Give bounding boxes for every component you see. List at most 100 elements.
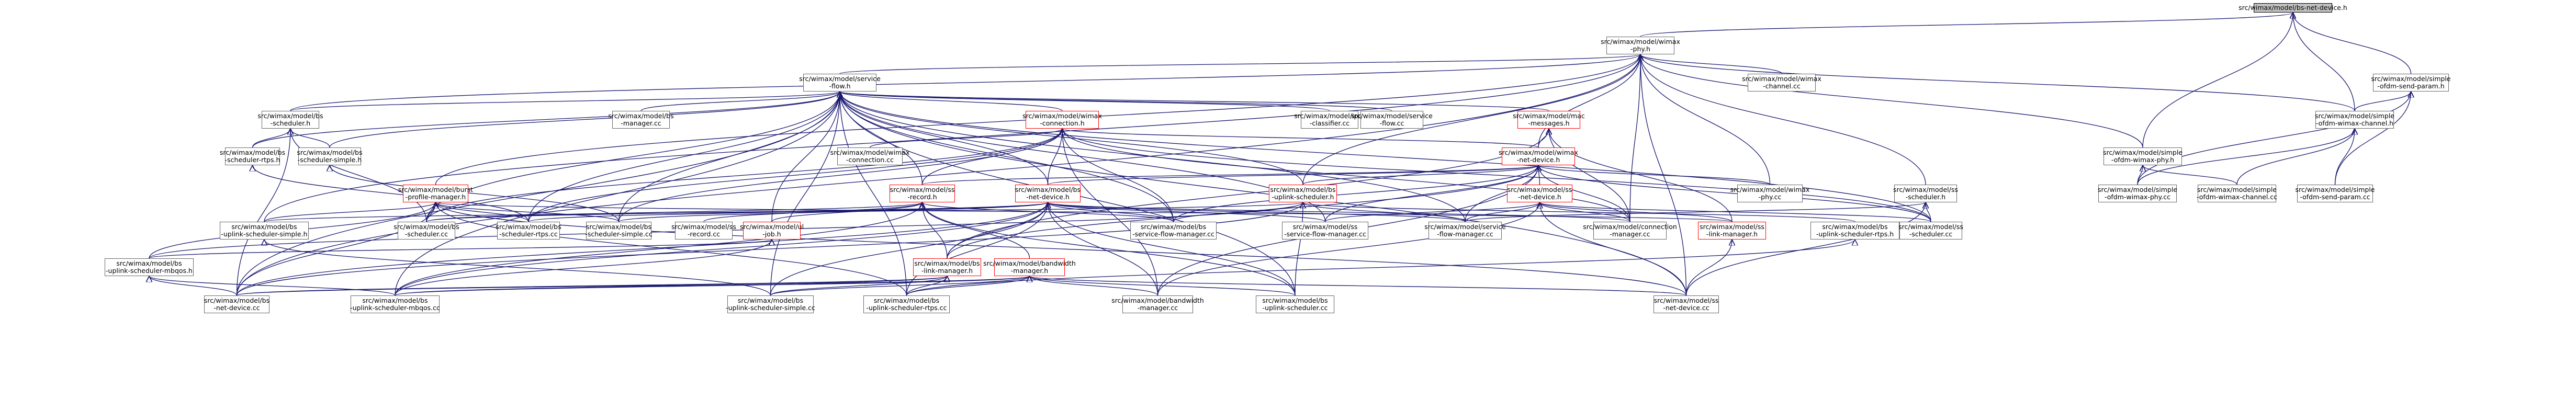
graph-node-ss-link-h[interactable]: src/wimax/model/ss-link-manager.h — [1698, 222, 1766, 240]
graph-edge — [770, 92, 840, 296]
graph-edge — [1538, 54, 1640, 148]
graph-node-chan-cc[interactable]: src/wimax/model/wimax-channel.cc — [1742, 74, 1821, 92]
graph-node-uplink-h[interactable]: src/wimax/model/bs-uplink-scheduler.h — [1269, 185, 1337, 202]
graph-edge — [2142, 13, 2293, 148]
graph-edge — [1549, 129, 1630, 222]
graph-edge — [840, 91, 1063, 111]
graph-node-sched-simple-h[interactable]: src/wimax/model/bs-scheduler-simple.h — [297, 147, 363, 165]
graph-edge — [264, 54, 1640, 222]
graph-node-sched-h[interactable]: src/wimax/model/bs-scheduler.h — [257, 111, 323, 129]
graph-node-ss-record-h[interactable]: src/wimax/model/ss-record.h — [890, 185, 955, 202]
graph-node-label-line: -ofdm-send-param.h — [2377, 82, 2445, 90]
graph-node-ul-mbqos-cc[interactable]: src/wimax/model/bs-uplink-scheduler-mbqo… — [350, 295, 440, 313]
graph-edge — [2334, 92, 2411, 185]
graph-edge — [2354, 91, 2411, 111]
graph-edge — [1062, 128, 1539, 148]
graph-edge — [1540, 202, 1931, 222]
graph-node-ul-simple-cc[interactable]: src/wimax/model/bs-uplink-scheduler-simp… — [726, 295, 815, 313]
graph-node-label-line: src/wimax/model/ss — [1292, 223, 1358, 231]
graph-node-phy-cc[interactable]: src/wimax/model/wimax-phy.cc — [1730, 185, 1809, 202]
graph-node-sched-simple-cc[interactable]: src/wimax/model/bs-scheduler-simple.cc — [585, 222, 653, 240]
graph-node-label-line: src/wimax/model/bs — [496, 223, 561, 231]
graph-edge — [528, 92, 840, 222]
graph-edge — [1465, 202, 1540, 222]
graph-node-label-line: src/wimax/model/ss — [1507, 186, 1572, 193]
graph-node-sf-cc[interactable]: src/wimax/model/service-flow.cc — [1351, 111, 1433, 129]
graph-edge — [330, 165, 620, 222]
graph-node-label-line: -phy.h — [1630, 45, 1650, 53]
graph-node-ul-job-h[interactable]: src/wimax/model/ul-job.h — [740, 222, 804, 240]
graph-node-ofdm-phy-cc[interactable]: src/wimax/model/simple-ofdm-wimax-phy.cc — [2098, 185, 2177, 202]
graph-node-label-line: -channel.cc — [1763, 82, 1801, 90]
graph-node-label-line: src/wimax/model/simple — [2371, 75, 2451, 83]
graph-edge — [1030, 276, 1158, 296]
graph-node-ss-sched-cc[interactable]: src/wimax/model/ss-scheduler.cc — [1898, 222, 1963, 240]
graph-edge — [1048, 202, 1296, 296]
graph-edge — [236, 202, 1303, 296]
graph-node-uplink-cc[interactable]: src/wimax/model/bs-uplink-scheduler.cc — [1256, 295, 1334, 313]
graph-node-bs-sfm-cc[interactable]: src/wimax/model/bs-service-flow-manager.… — [1130, 222, 1217, 240]
graph-edge — [869, 128, 1063, 148]
graph-edge — [1302, 165, 1538, 185]
graph-edge — [923, 202, 1174, 222]
graph-node-ul-rtps-cc[interactable]: src/wimax/model/bs-uplink-scheduler-rtps… — [863, 295, 950, 313]
graph-node-ofdm-phy-h[interactable]: src/wimax/model/simple-ofdm-wimax-phy.h — [2103, 147, 2183, 165]
graph-node-bw-mgr-h[interactable]: src/wimax/model/bandwidth-manager.h — [983, 258, 1076, 276]
graph-node-label-line: src/wimax/model/bs — [1140, 223, 1207, 231]
graph-node-bs-h[interactable]: src/wimax/model/bs-net-device.h — [2238, 3, 2347, 13]
graph-node-bs-link-h[interactable]: src/wimax/model/bs-link-manager.h — [913, 258, 981, 276]
graph-node-label-line: -scheduler.cc — [404, 230, 448, 238]
graph-edge — [1640, 54, 2355, 111]
graph-node-label-line: -uplink-scheduler-mbqos.cc — [350, 304, 440, 312]
graph-node-conn-h[interactable]: src/wimax/model/wimax-connection.h — [1022, 111, 1102, 129]
graph-node-conn-cc[interactable]: src/wimax/model/wimax-connection.cc — [830, 147, 909, 165]
graph-node-bw-mgr-cc[interactable]: src/wimax/model/bandwidth-manager.cc — [1111, 295, 1204, 313]
graph-node-label-line: src/wimax/model/bs — [297, 149, 363, 156]
graph-node-sf-h[interactable]: src/wimax/model/service-flow.h — [799, 74, 881, 92]
graph-node-ofdm-chan-cc[interactable]: src/wimax/model/simple-ofdm-wimax-channe… — [2197, 185, 2277, 202]
graph-node-label-line: -uplink-scheduler-simple.cc — [726, 304, 815, 312]
graph-edge — [923, 202, 1296, 296]
graph-node-ipcs-cc[interactable]: src/wimax/model/ipcs-classifier.cc — [1294, 111, 1365, 129]
graph-node-ss-sched-h[interactable]: src/wimax/model/ss-scheduler.h — [1893, 185, 1958, 202]
graph-node-phy-h[interactable]: src/wimax/model/wimax-phy.h — [1601, 37, 1680, 54]
graph-node-ofdm-chan-h[interactable]: src/wimax/model/simple-ofdm-wimax-channe… — [2315, 111, 2394, 129]
graph-node-label-line: -messages.h — [1528, 119, 1570, 127]
graph-node-bs-mgr-cc[interactable]: src/wimax/model/bs-manager.cc — [608, 111, 674, 129]
graph-edge — [1047, 165, 1539, 185]
graph-node-ul-simple-h[interactable]: src/wimax/model/bs-uplink-scheduler-simp… — [220, 222, 309, 240]
graph-edge — [290, 91, 840, 111]
graph-node-sfm-cc[interactable]: src/wimax/model/service-flow-manager.cc — [1424, 222, 1506, 240]
graph-edge — [840, 91, 1549, 111]
graph-edge — [947, 202, 1048, 259]
graph-node-ofdm-sendparam-cc[interactable]: src/wimax/model/simple-ofdm-send-param.c… — [2296, 185, 2375, 202]
graph-node-ss-record-cc[interactable]: src/wimax/model/ss-record.cc — [671, 222, 736, 240]
graph-node-bs-wnd-cc[interactable]: src/wimax/model/bs-net-device.cc — [204, 295, 269, 313]
graph-node-label-line: src/wimax/model/bs — [1015, 186, 1081, 193]
graph-node-ofdm-sendparam-h[interactable]: src/wimax/model/simple-ofdm-send-param.h — [2371, 74, 2451, 92]
graph-node-label-line: src/wimax/model/wimax — [1499, 149, 1578, 156]
graph-node-sched-cc[interactable]: src/wimax/model/bs-scheduler.cc — [393, 222, 459, 240]
graph-edge — [1302, 54, 1640, 185]
graph-node-burst-h[interactable]: src/wimax/model/burst-profile-manager.h — [398, 185, 473, 202]
graph-node-label-line: src/wimax/model/ss — [1898, 223, 1963, 231]
graph-node-bs-wnd-h[interactable]: src/wimax/model/bs-net-device.h — [1015, 185, 1081, 202]
graph-node-conn-mgr-cc[interactable]: src/wimax/model/connection-manager.cc — [1583, 222, 1677, 240]
graph-edge — [1062, 129, 1174, 222]
graph-node-sched-rtps-h[interactable]: src/wimax/model/bs-scheduler-rtps.h — [220, 147, 285, 165]
graph-edge — [1030, 276, 1296, 296]
graph-node-label-line: src/wimax/model/wimax — [1601, 38, 1680, 45]
graph-node-sched-rtps-cc[interactable]: src/wimax/model/bs-scheduler-rtps.cc — [496, 222, 561, 240]
graph-node-ss-sfm-cc[interactable]: src/wimax/model/ss-service-flow-manager.… — [1282, 222, 1368, 240]
graph-node-label-line: src/wimax/model/bs-net-device.h — [2238, 4, 2347, 12]
graph-node-label-line: src/wimax/model/bs — [586, 223, 652, 231]
graph-node-ul-rtps-h[interactable]: src/wimax/model/bs-uplink-scheduler-rtps… — [1810, 222, 1899, 240]
graph-node-ss-wnd-h[interactable]: src/wimax/model/ss-net-device.h — [1507, 185, 1572, 202]
graph-node-ul-mbqos-h[interactable]: src/wimax/model/bs-uplink-scheduler-mbqo… — [105, 258, 194, 276]
graph-node-ss-wnd-cc[interactable]: src/wimax/model/ss-net-device.cc — [1653, 295, 1719, 313]
graph-node-mac-msg-h[interactable]: src/wimax/model/mac-messages.h — [1513, 111, 1585, 129]
graph-node-label-line: -scheduler.h — [1905, 193, 1946, 201]
graph-edge — [1685, 240, 1733, 296]
graph-node-label-line: -flow.h — [829, 82, 851, 90]
graph-node-wnd-h[interactable]: src/wimax/model/wimax-net-device.h — [1499, 147, 1578, 165]
